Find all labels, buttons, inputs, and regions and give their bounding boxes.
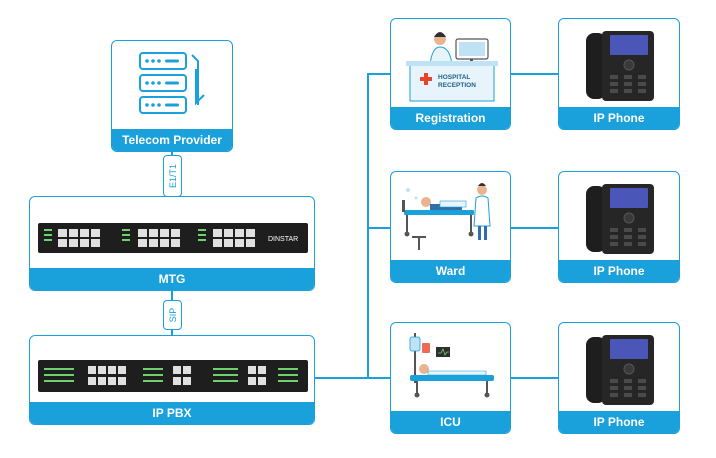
ip-phone-card-1[interactable]: IP Phone — [558, 18, 680, 130]
server-icon — [139, 52, 205, 114]
link-trunk-registration — [367, 73, 390, 75]
ip-pbx-device-image — [38, 360, 308, 392]
mtg-card[interactable]: DINSTAR MTG — [29, 196, 315, 291]
sip-tag: SIP — [163, 300, 182, 330]
ip-phone-image — [586, 184, 654, 254]
reception-illustration: HOSPITAL RECEPTION — [406, 32, 498, 102]
icu-illustration — [409, 333, 494, 398]
icu-label: ICU — [391, 411, 510, 433]
link-trunk-icu — [367, 377, 390, 379]
ward-card[interactable]: Ward — [390, 171, 511, 283]
ip-phone-image — [586, 31, 654, 101]
icu-card[interactable]: ICU — [390, 322, 511, 434]
ip-phone-card-2[interactable]: IP Phone — [558, 171, 680, 283]
link-registration-phone — [510, 73, 558, 75]
mtg-device-image: DINSTAR — [38, 223, 308, 253]
ward-label: Ward — [391, 260, 510, 282]
telecom-provider-label: Telecom Provider — [112, 129, 232, 151]
ip-pbx-label: IP PBX — [30, 402, 314, 424]
ip-pbx-card[interactable]: IP PBX — [29, 335, 315, 425]
ip-phone-label-3: IP Phone — [559, 411, 679, 433]
e1-t1-tag: E1/T1 — [163, 155, 182, 197]
link-ward-phone — [510, 227, 558, 229]
ward-illustration — [402, 183, 491, 250]
registration-card[interactable]: HOSPITAL RECEPTION Registration — [390, 18, 511, 130]
telecom-provider-card[interactable]: Telecom Provider — [111, 40, 233, 152]
ip-phone-image — [586, 335, 654, 405]
ip-phone-label-1: IP Phone — [559, 107, 679, 129]
reception-sign-line1: HOSPITAL — [438, 74, 470, 81]
trunk-vertical — [367, 73, 369, 378]
registration-label: Registration — [391, 107, 510, 129]
link-trunk-ward — [367, 227, 390, 229]
link-pbx-trunk — [314, 377, 368, 379]
ip-phone-label-2: IP Phone — [559, 260, 679, 282]
medical-cross-icon — [420, 73, 432, 85]
device-brand: DINSTAR — [268, 236, 298, 243]
mtg-label: MTG — [30, 268, 314, 290]
reception-sign-line2: RECEPTION — [438, 82, 476, 89]
link-icu-phone — [510, 377, 558, 379]
ip-phone-card-3[interactable]: IP Phone — [558, 322, 680, 434]
